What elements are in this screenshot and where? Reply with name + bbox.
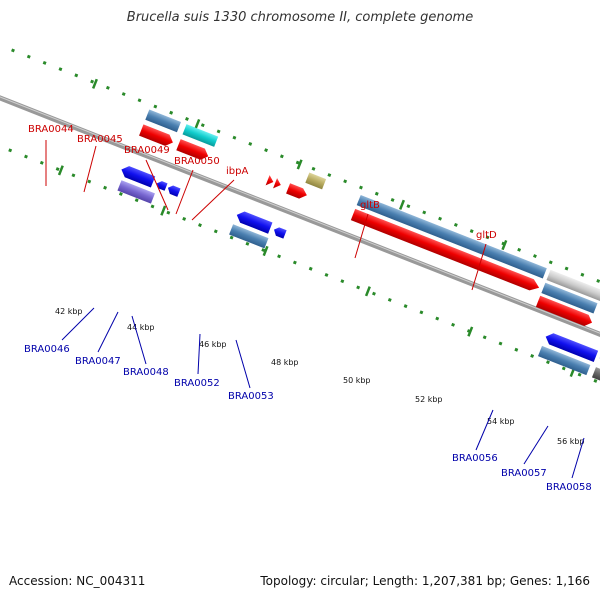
gene-BRA0052[interactable] — [229, 224, 269, 249]
label-BRA0058: BRA0058 — [546, 482, 592, 493]
label-BRA0056: BRA0056 — [452, 453, 498, 464]
scale-54kbp: 54 kbp — [487, 417, 515, 426]
gene-red-2[interactable] — [176, 139, 210, 162]
gene-gltD-2[interactable] — [541, 282, 598, 314]
gene-red-1[interactable] — [139, 124, 175, 148]
major-ticks — [57, 78, 576, 378]
map-title: Brucella suis 1330 chromosome II, comple… — [126, 10, 474, 25]
scale-52kbp: 52 kbp — [415, 395, 443, 404]
label-gltD: gltD — [476, 230, 497, 241]
scale-44kbp: 44 kbp — [127, 323, 155, 332]
label-BRA0057: BRA0057 — [501, 468, 547, 479]
gene-BRA0050[interactable] — [286, 183, 309, 201]
label-gltB: gltB — [360, 200, 380, 211]
label-BRA0049: BRA0049 — [124, 145, 170, 156]
label-BRA0050: BRA0050 — [174, 156, 220, 167]
gene-BRA0047a[interactable] — [155, 180, 168, 191]
gene-gltB[interactable] — [356, 194, 547, 279]
gene-BRA0046[interactable] — [119, 164, 156, 188]
accession-text: Accession: NC_004311 — [9, 574, 146, 588]
forward-gene-labels: BRA0044 BRA0045 BRA0049 BRA0050 ibpA glt… — [28, 124, 497, 241]
label-BRA0046: BRA0046 — [24, 344, 70, 355]
reverse-gene-labels: BRA0046 BRA0047 BRA0048 BRA0052 BRA0053 … — [24, 344, 592, 493]
genome-summary-text: Topology: circular; Length: 1,207,381 bp… — [260, 574, 590, 588]
label-BRA0048: BRA0048 — [123, 367, 169, 378]
gene-BRA0044[interactable] — [145, 109, 181, 133]
scale-42kbp: 42 kbp — [55, 307, 83, 316]
backbone-highlight — [0, 86, 600, 374]
gene-BRA0045[interactable] — [182, 124, 219, 147]
scale-labels: 42 kbp 44 kbp 46 kbp 48 kbp 50 kbp 52 kb… — [55, 307, 585, 446]
gene-red-gltB[interactable] — [350, 208, 541, 293]
gene-red-3[interactable] — [273, 178, 283, 190]
gene-BRA0049[interactable] — [265, 175, 276, 187]
reverse-callout-lines — [61, 307, 585, 479]
scale-48kbp: 48 kbp — [271, 358, 299, 367]
gene-BRA0048[interactable] — [166, 184, 181, 197]
rotated-track-group — [0, 48, 600, 410]
label-BRA0047: BRA0047 — [75, 356, 121, 367]
gene-BRA0053[interactable] — [272, 226, 287, 239]
gene-gltD[interactable] — [546, 269, 600, 302]
gene-BRA0052a[interactable] — [235, 209, 273, 234]
gene-red-gltD[interactable] — [535, 295, 594, 328]
label-ibpA: ibpA — [226, 166, 248, 177]
label-BRA0044: BRA0044 — [28, 124, 74, 135]
scale-50kbp: 50 kbp — [343, 376, 371, 385]
label-BRA0053: BRA0053 — [228, 391, 274, 402]
forward-callout-lines — [45, 140, 487, 291]
chromosome-backbone — [0, 85, 600, 377]
label-BRA0045: BRA0045 — [77, 134, 123, 145]
scale-46kbp: 46 kbp — [199, 340, 227, 349]
label-BRA0052: BRA0052 — [174, 378, 220, 389]
gene-BRA0056[interactable] — [543, 331, 599, 362]
gene-ibpA[interactable] — [305, 172, 327, 190]
gene-BRA0056b[interactable] — [537, 345, 591, 376]
scale-56kbp: 56 kbp — [557, 437, 585, 446]
gene-BRA0047[interactable] — [117, 180, 155, 204]
